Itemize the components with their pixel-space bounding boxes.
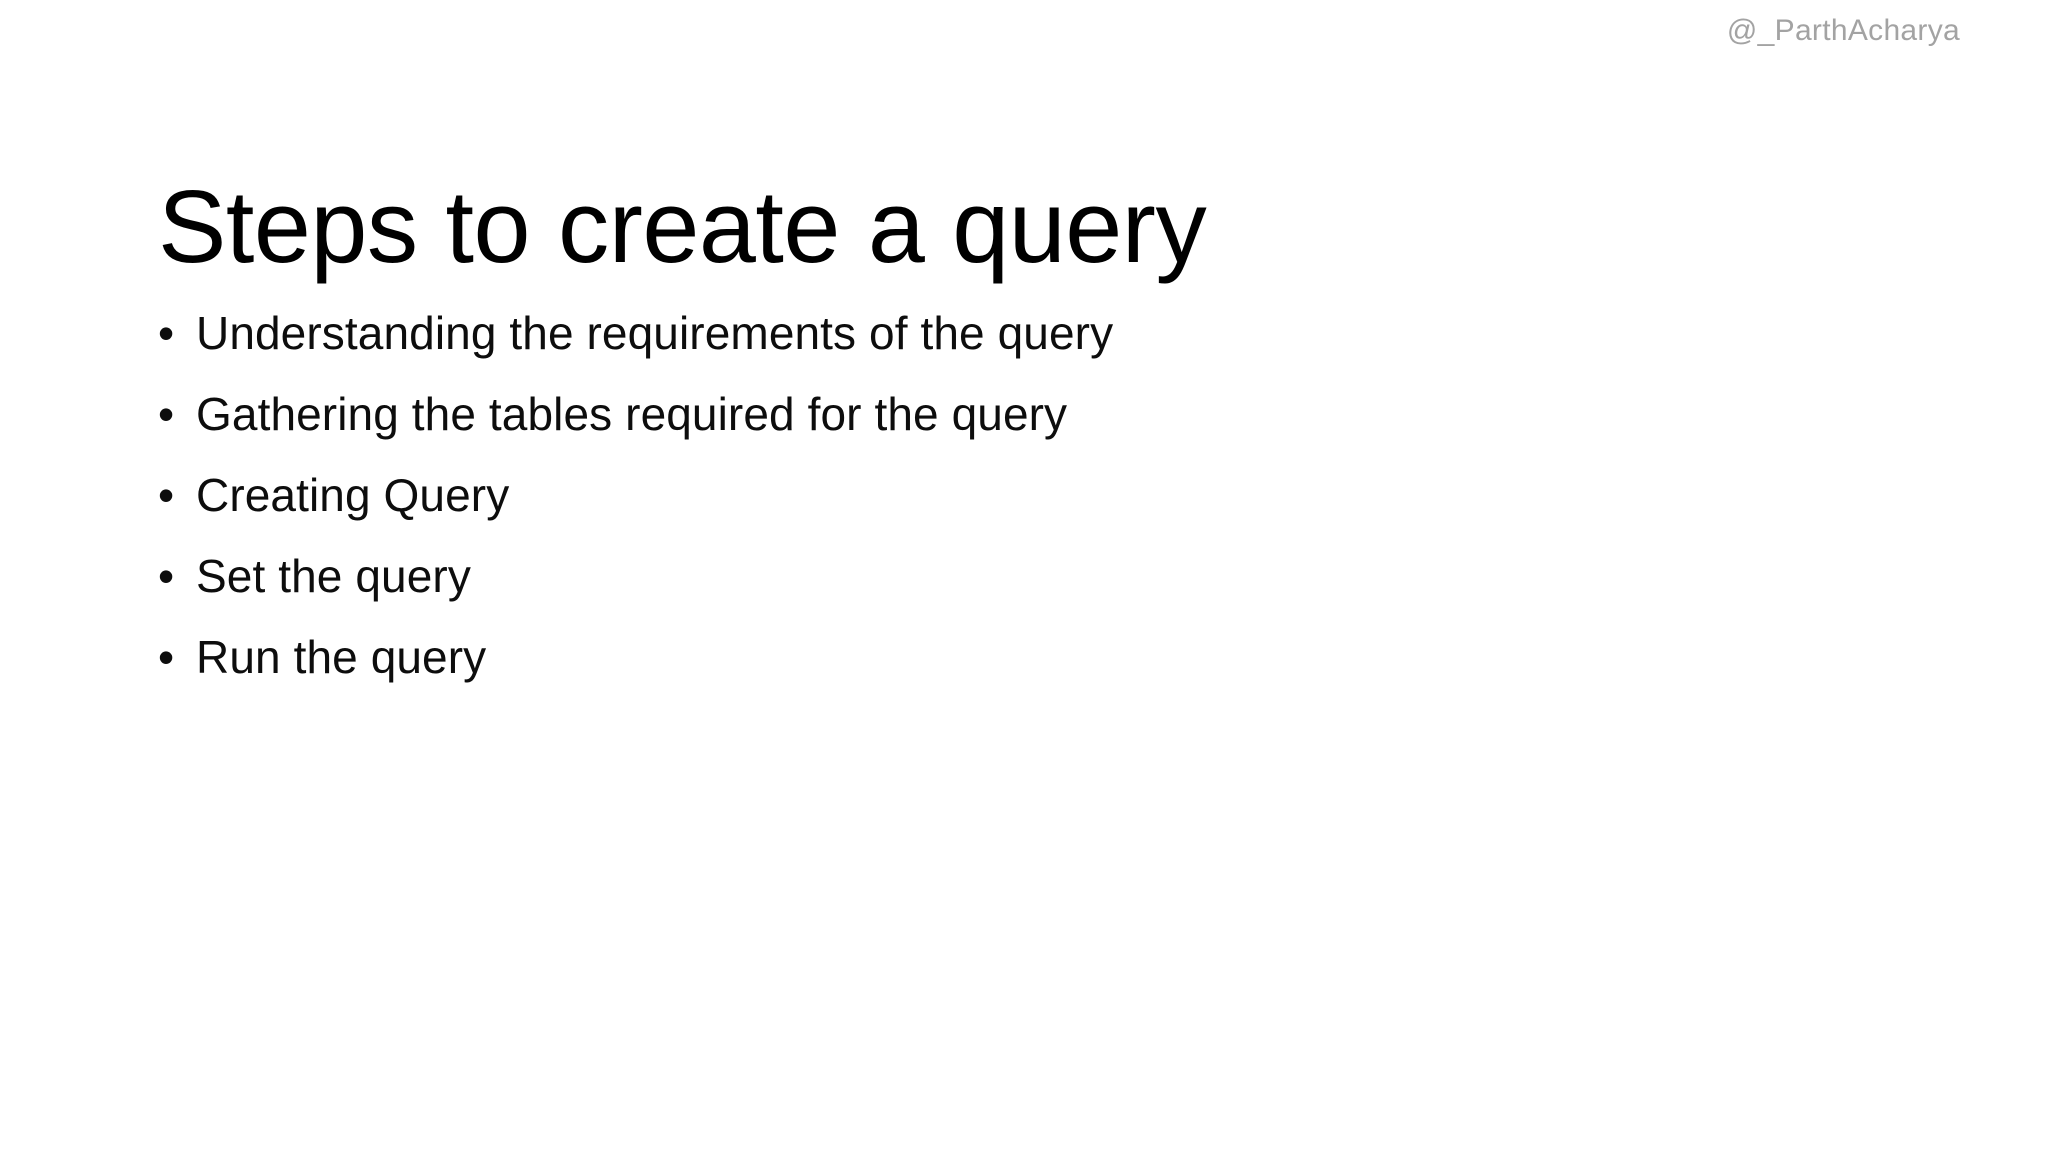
page-title: Steps to create a query bbox=[158, 169, 1207, 284]
bullet-dot-icon: • bbox=[158, 388, 175, 440]
watermark-handle: @_ParthAcharya bbox=[1726, 14, 1960, 47]
list-item: • Gathering the tables required for the … bbox=[158, 386, 1858, 467]
list-item-label: Creating Query bbox=[196, 469, 510, 521]
list-item-label: Run the query bbox=[196, 631, 487, 683]
list-item-label: Set the query bbox=[196, 550, 471, 602]
list-item-label: Understanding the requirements of the qu… bbox=[196, 307, 1114, 359]
list-item: • Creating Query bbox=[158, 467, 1858, 548]
bullet-dot-icon: • bbox=[158, 631, 175, 683]
list-item: • Run the query bbox=[158, 629, 1858, 710]
bullet-dot-icon: • bbox=[158, 550, 175, 602]
list-item: • Understanding the requirements of the … bbox=[158, 305, 1858, 386]
bullet-dot-icon: • bbox=[158, 469, 175, 521]
bullet-dot-icon: • bbox=[158, 307, 175, 359]
bullet-list: • Understanding the requirements of the … bbox=[158, 305, 1858, 710]
list-item-label: Gathering the tables required for the qu… bbox=[196, 388, 1068, 440]
list-item: • Set the query bbox=[158, 548, 1858, 629]
